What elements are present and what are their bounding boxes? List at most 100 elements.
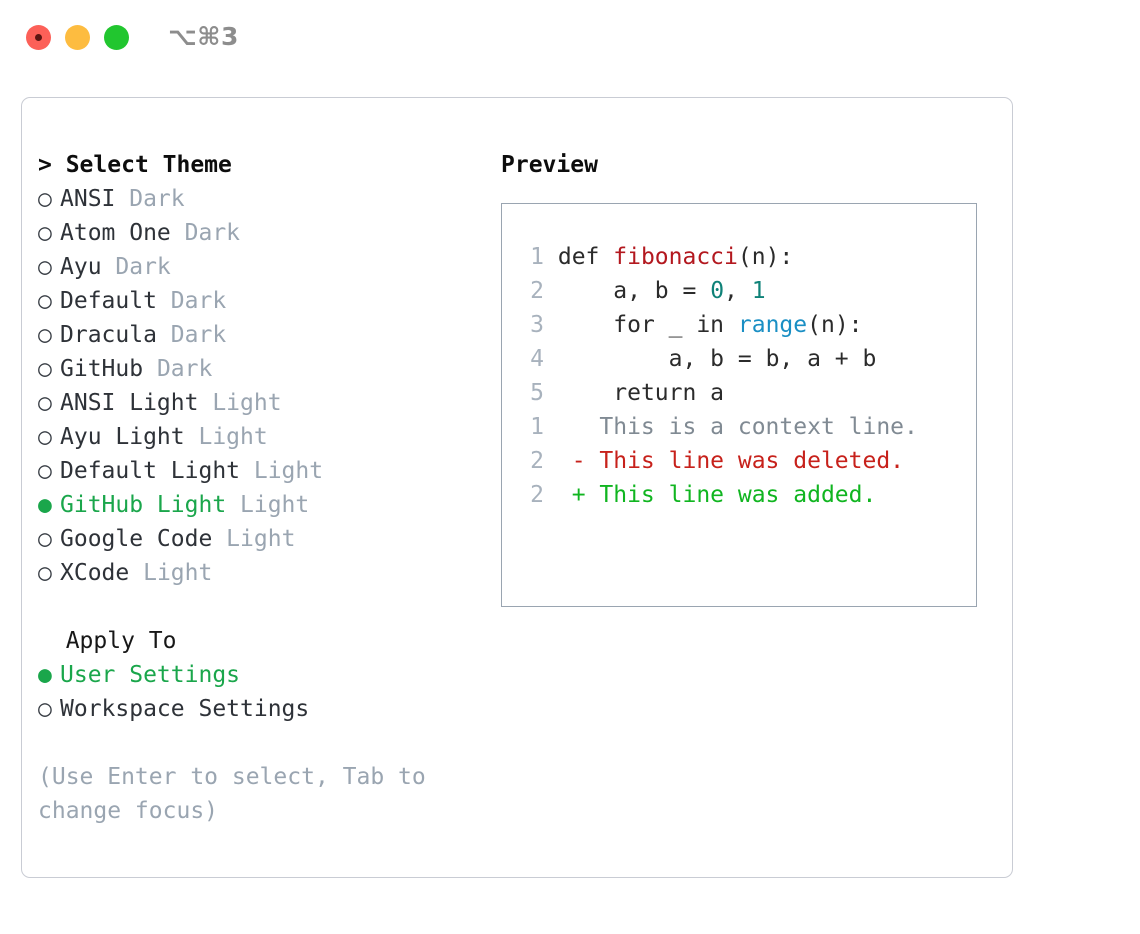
diff-text: This is a context line. (599, 414, 918, 440)
theme-option[interactable]: ○ANSI Dark (38, 182, 478, 216)
keyboard-shortcut-label: ⌥⌘3 (168, 22, 239, 51)
diff-line-number: 1 (530, 414, 544, 440)
theme-option[interactable]: ○Dracula Dark (38, 318, 478, 352)
minimize-window-button[interactable] (65, 25, 90, 50)
theme-option-tag: Light (129, 560, 213, 586)
theme-option-name: GitHub (60, 356, 144, 382)
select-theme-title: Select Theme (65, 152, 232, 178)
theme-option-name: Google Code (60, 526, 213, 552)
code-token-plain: a, b = b, a + b (557, 346, 877, 372)
theme-option-tag: Light (184, 424, 268, 450)
code-token-plain: def (557, 244, 614, 270)
radio-unselected-icon: ○ (38, 696, 52, 722)
theme-option[interactable]: ○ Default Dark (38, 284, 478, 318)
theme-option[interactable]: ○Default Light Light (38, 454, 478, 488)
code-gutter-gap (544, 380, 558, 406)
preview-header: Preview (501, 152, 598, 178)
radio-unselected-icon: ○ (38, 560, 52, 586)
code-line: 5 return a (518, 376, 876, 410)
radio-unselected-icon: ○ (38, 288, 52, 314)
theme-option-name: XCode (60, 560, 130, 586)
radio-unselected-icon: ○ (38, 186, 52, 212)
code-token-fn: fibonacci (613, 244, 738, 270)
maximize-window-button[interactable] (104, 25, 129, 50)
theme-option-name: Dracula (60, 322, 157, 348)
section-spacer (38, 590, 478, 624)
code-token-call: range (737, 312, 808, 338)
theme-option[interactable]: ○ XCode Light (38, 556, 478, 590)
code-token-num: 0 (710, 278, 725, 304)
theme-option-name: Default (60, 288, 157, 314)
diff-line-del: 2 - This line was deleted. (518, 444, 918, 478)
code-token-num: 1 (751, 278, 766, 304)
radio-selected-icon: ● (38, 662, 52, 688)
code-line: 3 for _ in range(n): (518, 308, 876, 342)
code-gutter-gap (544, 312, 558, 338)
theme-option[interactable]: ○ Ayu Dark (38, 250, 478, 284)
theme-option-tag: Dark (143, 356, 213, 382)
code-line-number: 4 (530, 346, 544, 372)
theme-option-tag: Light (226, 492, 310, 518)
radio-unselected-icon: ○ (38, 254, 52, 280)
theme-option[interactable]: ○Atom One Dark (38, 216, 478, 250)
diff-marker: - (544, 448, 600, 474)
traffic-light-controls (26, 25, 129, 50)
code-line: 1 def fibonacci(n): (518, 240, 876, 274)
code-line-number: 2 (530, 278, 544, 304)
keyboard-hint-text: (Use Enter to select, Tab to change focu… (38, 764, 426, 824)
code-gutter-gap (544, 278, 558, 304)
apply-to-option[interactable]: ○ Workspace Settings (38, 692, 478, 726)
theme-option-tag: Dark (156, 288, 227, 314)
theme-option[interactable]: ○ Ayu Light Light (38, 420, 478, 454)
theme-option-name: Atom One (60, 220, 171, 246)
apply-to-title: Apply To (65, 628, 177, 654)
theme-option[interactable]: ○ Google Code Light (38, 522, 478, 556)
theme-option-name: Default Light (60, 458, 241, 484)
theme-option-name: Ayu Light (60, 424, 185, 450)
theme-option-name: ANSI Light (60, 390, 199, 416)
theme-option-tag: Light (212, 526, 296, 552)
theme-selector-column: > Select Theme ○ANSI Dark○Atom One Dark○… (38, 148, 478, 828)
apply-to-option[interactable]: ● User Settings (38, 658, 478, 692)
theme-option-tag: Dark (101, 254, 171, 280)
diff-marker: + (544, 482, 600, 508)
diff-sample: 1 This is a context line. 2 - This line w… (518, 410, 918, 512)
code-token-plain: return a (557, 380, 725, 406)
select-theme-header: > Select Theme (38, 148, 478, 182)
main-panel: > Select Theme ○ANSI Dark○Atom One Dark○… (21, 97, 1013, 878)
radio-unselected-icon: ○ (38, 220, 52, 246)
theme-list: ○ANSI Dark○Atom One Dark○Ayu Dark○Defaul… (38, 182, 478, 590)
apply-to-list: ● User Settings ○ Workspace Settings (38, 658, 478, 726)
theme-option-name: GitHub Light (60, 492, 227, 518)
diff-text: This line was added. (599, 482, 877, 508)
radio-unselected-icon: ○ (38, 458, 52, 484)
diff-text: This line was deleted. (599, 448, 905, 474)
theme-option[interactable]: ○ANSI Light Light (38, 386, 478, 420)
theme-option-tag: Light (198, 390, 282, 416)
code-token-plain: for _ in (557, 312, 738, 338)
theme-option[interactable]: ○ GitHub Dark (38, 352, 478, 386)
close-window-button[interactable] (26, 25, 51, 50)
radio-unselected-icon: ○ (38, 526, 52, 552)
diff-marker (544, 414, 599, 440)
radio-unselected-icon: ○ (38, 424, 52, 450)
title-bar: ⌥⌘3 (0, 0, 1140, 78)
code-gutter-gap (544, 346, 558, 372)
diff-line-number: 2 (530, 482, 544, 508)
theme-option[interactable]: ●GitHub Light Light (38, 488, 478, 522)
code-token-plain: , (724, 278, 752, 304)
diff-line-add: 2 + This line was added. (518, 478, 918, 512)
radio-unselected-icon: ○ (38, 322, 52, 348)
code-line-number: 3 (530, 312, 544, 338)
radio-unselected-icon: ○ (38, 356, 52, 382)
code-gutter-gap (544, 244, 558, 270)
theme-option-tag: Dark (115, 186, 185, 212)
apply-to-option-name: Workspace Settings (60, 696, 310, 722)
theme-option-name: Ayu (60, 254, 102, 280)
apply-to-option-name: User Settings (60, 662, 241, 688)
code-line: 4 a, b = b, a + b (518, 342, 876, 376)
code-token-plain: (n): (807, 312, 863, 338)
